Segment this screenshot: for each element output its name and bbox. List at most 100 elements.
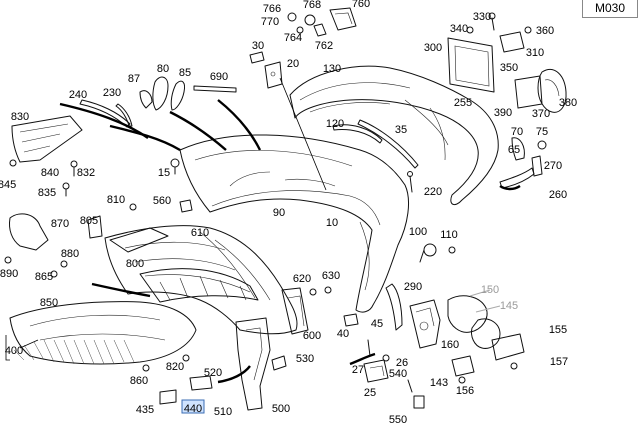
callout-832[interactable]: 832 xyxy=(77,167,95,179)
left-side-parts xyxy=(4,115,193,278)
callout-120[interactable]: 120 xyxy=(326,118,344,130)
callout-layer: 766 768 760 770 764 762 330 340 360 300 310 350 380 3… xyxy=(0,0,577,425)
callout-870[interactable]: 870 xyxy=(51,218,69,230)
callout-highlight-box xyxy=(181,399,205,414)
sensor-cluster xyxy=(363,243,525,409)
diagram-code-tag: M030 xyxy=(582,0,638,18)
callout-145[interactable]: 145 xyxy=(500,300,518,312)
callout-90[interactable]: 90 xyxy=(273,207,285,219)
callout-85[interactable]: 85 xyxy=(179,67,191,79)
reflector-strips xyxy=(332,119,419,169)
callout-160[interactable]: 160 xyxy=(441,339,459,351)
callout-440[interactable]: 440 xyxy=(184,403,202,415)
callout-290[interactable]: 290 xyxy=(404,281,422,293)
right-side-parts xyxy=(407,137,547,193)
callout-340[interactable]: 340 xyxy=(450,23,468,35)
assembly-arrows xyxy=(59,77,521,384)
callout-330[interactable]: 330 xyxy=(473,11,491,23)
center-brackets xyxy=(249,51,283,89)
callout-860[interactable]: 860 xyxy=(130,375,148,387)
lower-grille xyxy=(139,268,259,303)
callout-65[interactable]: 65 xyxy=(508,144,520,156)
callout-87[interactable]: 87 xyxy=(128,73,140,85)
callout-310[interactable]: 310 xyxy=(526,47,544,59)
callout-766[interactable]: 766 xyxy=(263,3,281,15)
callout-840[interactable]: 840 xyxy=(41,167,59,179)
callout-255[interactable]: 255 xyxy=(454,97,472,109)
callout-500[interactable]: 500 xyxy=(272,403,290,415)
callout-850[interactable]: 850 xyxy=(40,297,58,309)
callout-550[interactable]: 550 xyxy=(389,414,407,425)
rear-side-brackets xyxy=(281,286,359,335)
callout-764[interactable]: 764 xyxy=(284,32,302,44)
callout-800[interactable]: 800 xyxy=(126,258,144,270)
callout-80[interactable]: 80 xyxy=(157,63,169,75)
callout-400[interactable]: 400 xyxy=(5,345,23,357)
callout-25[interactable]: 25 xyxy=(364,387,376,399)
callout-610[interactable]: 610 xyxy=(191,227,209,239)
callout-890[interactable]: 890 xyxy=(0,268,18,280)
callout-770[interactable]: 770 xyxy=(261,16,279,28)
callout-600[interactable]: 600 xyxy=(303,330,321,342)
callout-390[interactable]: 390 xyxy=(494,107,512,119)
callout-270[interactable]: 270 xyxy=(544,160,562,172)
callout-15[interactable]: 15 xyxy=(158,167,170,179)
callout-75[interactable]: 75 xyxy=(536,126,548,138)
callout-30[interactable]: 30 xyxy=(252,40,264,52)
license-plate-bracket xyxy=(447,37,495,93)
callout-510[interactable]: 510 xyxy=(214,406,232,418)
callout-435[interactable]: 435 xyxy=(136,404,154,416)
callout-155[interactable]: 155 xyxy=(549,324,567,336)
callout-40[interactable]: 40 xyxy=(337,328,349,340)
callout-540[interactable]: 540 xyxy=(389,368,407,380)
callout-20[interactable]: 20 xyxy=(287,58,299,70)
callout-35[interactable]: 35 xyxy=(395,124,407,136)
callout-560[interactable]: 560 xyxy=(153,195,171,207)
callout-130[interactable]: 130 xyxy=(323,63,341,75)
callout-865[interactable]: 865 xyxy=(35,271,53,283)
callout-157[interactable]: 157 xyxy=(550,356,568,368)
callout-845[interactable]: 845 xyxy=(0,179,16,191)
callout-300[interactable]: 300 xyxy=(424,42,442,54)
callout-27[interactable]: 27 xyxy=(352,364,364,376)
callout-10[interactable]: 10 xyxy=(326,217,338,229)
lower-diffuser xyxy=(104,225,298,335)
callout-630[interactable]: 630 xyxy=(322,270,340,282)
callout-835[interactable]: 835 xyxy=(38,187,56,199)
upper-bumper-support xyxy=(289,65,499,206)
underbody-panel xyxy=(5,301,197,365)
callout-760[interactable]: 760 xyxy=(352,0,370,10)
callout-768[interactable]: 768 xyxy=(303,0,321,11)
callout-230[interactable]: 230 xyxy=(103,87,121,99)
callout-143[interactable]: 143 xyxy=(430,377,448,389)
callout-110[interactable]: 110 xyxy=(440,229,458,241)
callout-26[interactable]: 26 xyxy=(396,357,408,369)
callout-762[interactable]: 762 xyxy=(315,40,333,52)
callout-620[interactable]: 620 xyxy=(293,273,311,285)
callout-880[interactable]: 880 xyxy=(61,248,79,260)
callout-100[interactable]: 100 xyxy=(409,226,427,238)
callout-360[interactable]: 360 xyxy=(536,25,554,37)
callout-45[interactable]: 45 xyxy=(371,318,383,330)
callout-520[interactable]: 520 xyxy=(204,367,222,379)
callout-690[interactable]: 690 xyxy=(210,71,228,83)
callout-810[interactable]: 810 xyxy=(107,194,125,206)
callout-70[interactable]: 70 xyxy=(511,126,523,138)
trim-strips xyxy=(79,76,237,128)
bottom-center-brackets xyxy=(142,317,287,411)
bumper-cover xyxy=(179,134,410,313)
callout-240[interactable]: 240 xyxy=(69,89,87,101)
callout-830[interactable]: 830 xyxy=(11,111,29,123)
callout-260[interactable]: 260 xyxy=(549,189,567,201)
callout-820[interactable]: 820 xyxy=(166,361,184,373)
callout-530[interactable]: 530 xyxy=(296,353,314,365)
callout-220[interactable]: 220 xyxy=(424,186,442,198)
callout-150[interactable]: 150 xyxy=(481,284,499,296)
callout-380[interactable]: 380 xyxy=(559,97,577,109)
callout-350[interactable]: 350 xyxy=(500,62,518,74)
callout-370[interactable]: 370 xyxy=(532,108,550,120)
callout-805[interactable]: 805 xyxy=(80,215,98,227)
callout-156[interactable]: 156 xyxy=(456,385,474,397)
